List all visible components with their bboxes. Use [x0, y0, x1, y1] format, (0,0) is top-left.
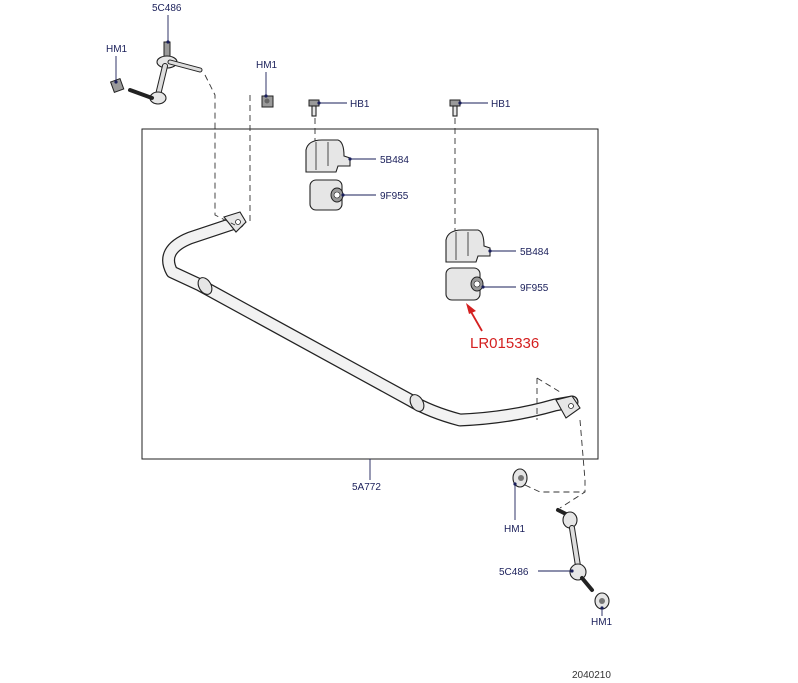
hm1-nut-top-left [109, 77, 125, 93]
label-hb1-right: HB1 [491, 99, 511, 110]
callout-arrow [466, 303, 483, 332]
bracket-right [445, 229, 491, 263]
label-hm1-top-left: HM1 [106, 44, 128, 55]
hm1-nut-top-mid [261, 95, 274, 108]
bush-right [445, 267, 484, 301]
label-hm1-bottom-right: HM1 [591, 617, 613, 628]
label-link-bottom: 5C486 [499, 567, 529, 578]
bracket-left [305, 139, 351, 173]
assembly-dash-lines [204, 74, 586, 509]
stabilizer-bar [162, 211, 581, 427]
label-hm1-bottom-mid: HM1 [504, 524, 526, 535]
label-bar: 5A772 [352, 482, 381, 493]
label-bracket-right: 5B484 [520, 247, 549, 258]
hm1-nut-bottom-mid [512, 468, 528, 488]
label-bracket-left: 5B484 [380, 155, 409, 166]
hb1-bolt-left [308, 99, 320, 117]
label-link-top: 5C486 [152, 3, 182, 14]
drop-link-top [128, 41, 203, 105]
callout-part-number: LR015336 [470, 335, 539, 352]
drop-link-bottom [556, 508, 594, 592]
hb1-bolt-right [449, 99, 461, 117]
label-hb1-left: HB1 [350, 99, 370, 110]
label-bush-right: 9F955 [520, 283, 549, 294]
leader-lines [114, 15, 604, 616]
label-bush-left: 9F955 [380, 191, 409, 202]
figure-number: 2040210 [572, 670, 611, 681]
bush-left [309, 179, 344, 211]
label-hm1-top-mid: HM1 [256, 60, 278, 71]
